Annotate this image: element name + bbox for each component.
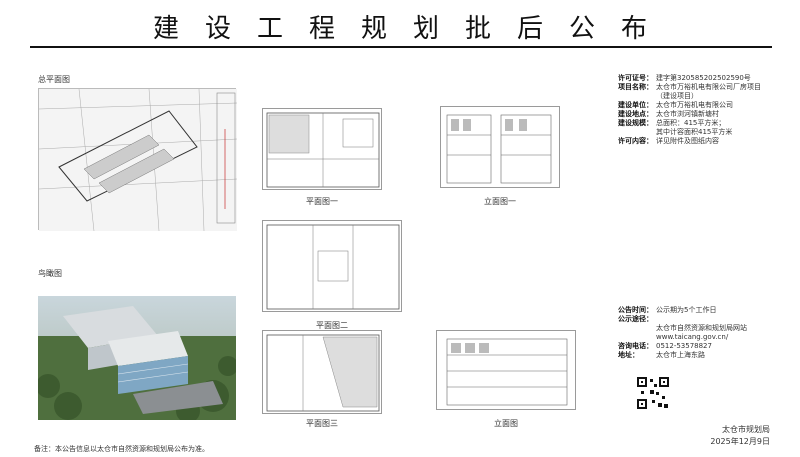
plan-2-drawing <box>262 220 402 312</box>
info-row: www.taicang.gov.cn/ <box>656 333 729 341</box>
info-row: 其中计容面积415平方米 <box>656 128 733 136</box>
info-row: 咨询电话：0512-53578827 <box>618 342 712 350</box>
elevation-1-caption: 立面图一 <box>484 197 516 206</box>
info-row: 许可证号：建字第320585202502590号 <box>618 74 751 82</box>
elevation-2-drawing <box>436 330 576 410</box>
info-row: 建设地点：太仓市浏河镇新塘村 <box>618 110 719 118</box>
footer-note: 备注：本公告信息以太仓市自然资源和规划局公布为准。 <box>34 445 209 453</box>
plan-1-drawing <box>262 108 382 190</box>
info-row: 太仓市自然资源和规划局网站 <box>656 324 747 332</box>
issuer: 太仓市规划局 <box>722 425 770 434</box>
info-row: 项目名称：太仓市万裕机电有限公司厂房项目 <box>618 83 761 91</box>
plan-2-caption: 平面图二 <box>316 321 348 330</box>
site-plan-label: 总平面图 <box>38 75 70 84</box>
info-row: 建设单位：太仓市万裕机电有限公司 <box>618 101 733 109</box>
plan-1-caption: 平面图一 <box>306 197 338 206</box>
qr-code-icon[interactable] <box>636 376 670 410</box>
plan-3-drawing <box>262 330 382 414</box>
elevation-2-caption: 立面图 <box>494 419 518 428</box>
site-plan-image <box>38 88 238 232</box>
issue-date: 2025年12月9日 <box>710 437 770 446</box>
elevation-1-drawing <box>440 106 560 188</box>
aerial-render-image <box>38 296 236 420</box>
info-row: （建设项目） <box>656 92 698 100</box>
site-plan-drawing <box>38 88 238 232</box>
render-label: 鸟瞰图 <box>38 269 62 278</box>
title-rule <box>30 46 772 48</box>
info-row: 许可内容：详见附件及图纸内容 <box>618 137 719 145</box>
info-row: 地址：太仓市上海东路 <box>618 351 705 359</box>
info-row: 建设规模：总面积：415平方米； <box>618 119 726 127</box>
page-title: 建设工程规划批后公布 <box>152 14 673 44</box>
project-info: 许可证号：建字第320585202502590号 项目名称：太仓市万裕机电有限公… <box>618 74 794 146</box>
info-row: 公告时间：公示期为5个工作日 <box>618 306 717 314</box>
contact-info: 公告时间：公示期为5个工作日 公示途径： 太仓市自然资源和规划局网站 www.t… <box>618 306 794 360</box>
plan-3-caption: 平面图三 <box>306 419 338 428</box>
info-row: 公示途径： <box>618 315 653 323</box>
